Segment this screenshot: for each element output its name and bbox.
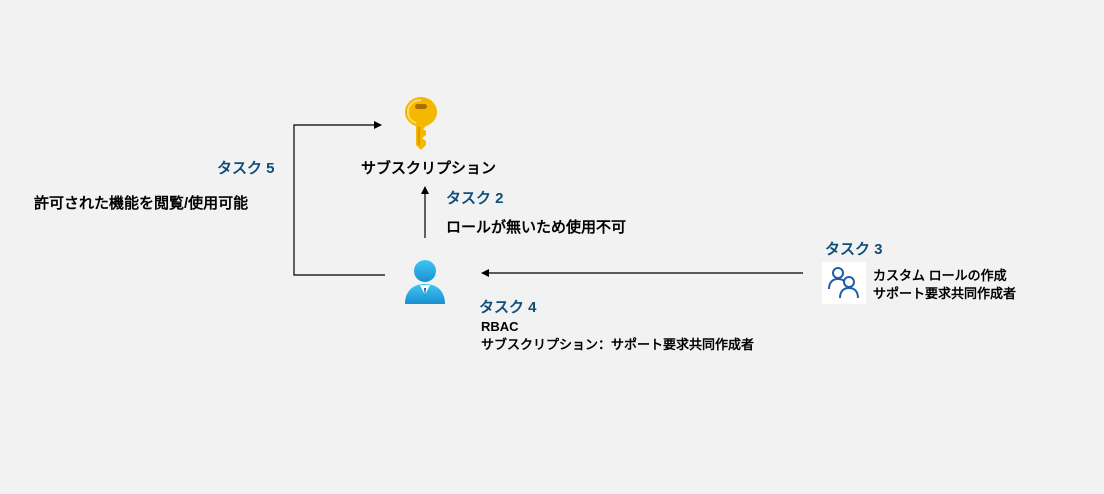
task4-title: タスク 4: [479, 299, 537, 316]
subscription-label: サブスクリプション: [361, 160, 497, 177]
task4-line1: RBAC: [481, 319, 519, 334]
task2-text: ロールが無いため使用不可: [446, 219, 627, 236]
task3-title: タスク 3: [825, 241, 883, 258]
key-icon: [403, 95, 439, 151]
task3-line1: カスタム ロールの作成: [873, 268, 1007, 283]
task5-text: 許可された機能を閲覧/使用可能: [34, 195, 249, 212]
task5-arrow: [293, 121, 385, 276]
task2-title: タスク 2: [446, 190, 504, 207]
task4-line2: サブスクリプション：サポート要求共同作成者: [481, 337, 755, 352]
task5-title: タスク 5: [217, 160, 275, 177]
users-group-icon: [822, 262, 866, 304]
user-icon: [403, 259, 447, 305]
task3-line2: サポート要求共同作成者: [873, 286, 1017, 301]
